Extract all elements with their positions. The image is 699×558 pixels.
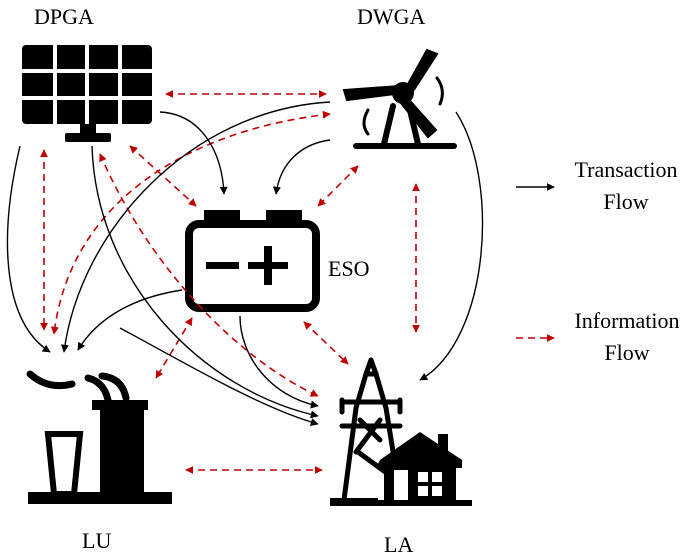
la-label: LA xyxy=(384,532,414,557)
wind-turbine-icon xyxy=(342,48,457,149)
info-flow-eso-lu xyxy=(155,317,193,379)
solar-panel-icon xyxy=(22,45,152,142)
transaction-flow-eso-la xyxy=(239,315,319,409)
transaction-flow-dpga-lu xyxy=(6,145,51,353)
legend-transaction-line2: Flow xyxy=(603,189,649,214)
info-flow-dpga-la xyxy=(99,153,319,397)
info-flow-dwga-eso xyxy=(317,165,359,207)
legend-information-line1: Information xyxy=(574,308,680,333)
eso-label: ESO xyxy=(328,256,370,281)
transmission-tower-house-icon xyxy=(330,357,472,506)
transaction-flow-dwga-lu xyxy=(60,101,331,353)
transaction-flow-dwga-eso xyxy=(272,139,331,195)
transaction-flow-eso-lu xyxy=(77,289,183,351)
legend-information-text: Information Flow xyxy=(556,305,698,369)
dwga-label: DWGA xyxy=(357,4,426,29)
transaction-flow-dpga-la xyxy=(91,145,319,419)
power-plant-icon xyxy=(26,370,172,504)
transaction-flow-dwga-la xyxy=(419,111,484,381)
dpga-label: DPGA xyxy=(34,4,94,29)
legend-transaction-text: Transaction Flow xyxy=(556,154,696,218)
info-flow-eso-la xyxy=(303,321,349,365)
battery-icon xyxy=(185,210,320,312)
legend-transaction-line1: Transaction xyxy=(574,157,678,182)
lu-label: LU xyxy=(82,528,112,553)
transaction-flow-dpga-eso xyxy=(159,111,228,195)
legend-information-line2: Flow xyxy=(604,340,650,365)
transaction-flow-lu-la xyxy=(119,327,319,426)
